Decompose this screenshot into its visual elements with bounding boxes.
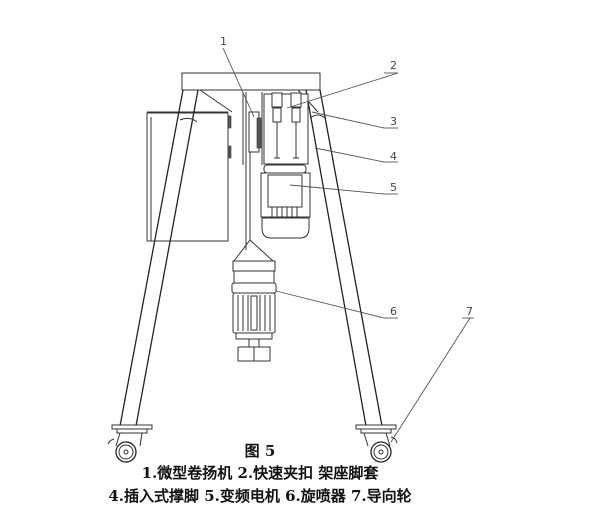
left-leg [119, 89, 233, 427]
callout-6: 6 [390, 305, 397, 318]
callout-5: 5 [390, 181, 397, 194]
callout-4: 4 [390, 150, 397, 163]
callout-3: 3 [390, 115, 397, 128]
callout-7: 7 [466, 305, 473, 318]
callout-1: 1 [220, 35, 227, 48]
left-guide-wheel [107, 424, 153, 463]
figure-caption-line-1: 1.微型卷扬机 2.快速夹扣 架座脚套 [141, 464, 379, 482]
micro-winch [242, 92, 263, 250]
quick-clamps [263, 92, 309, 165]
rotary-jet [231, 239, 277, 362]
right-guide-wheel [355, 424, 398, 463]
control-cabinet [146, 111, 232, 242]
leader-lines [222, 47, 474, 443]
right-leg [297, 89, 383, 427]
vf-motor [260, 164, 311, 239]
figure-title: 图 5 [244, 442, 276, 460]
figure-caption-line-2: 4.插入式撑脚 5.变频电机 6.旋喷器 7.导向轮 [108, 487, 412, 505]
top-beam [181, 72, 321, 91]
callout-2: 2 [390, 59, 397, 72]
